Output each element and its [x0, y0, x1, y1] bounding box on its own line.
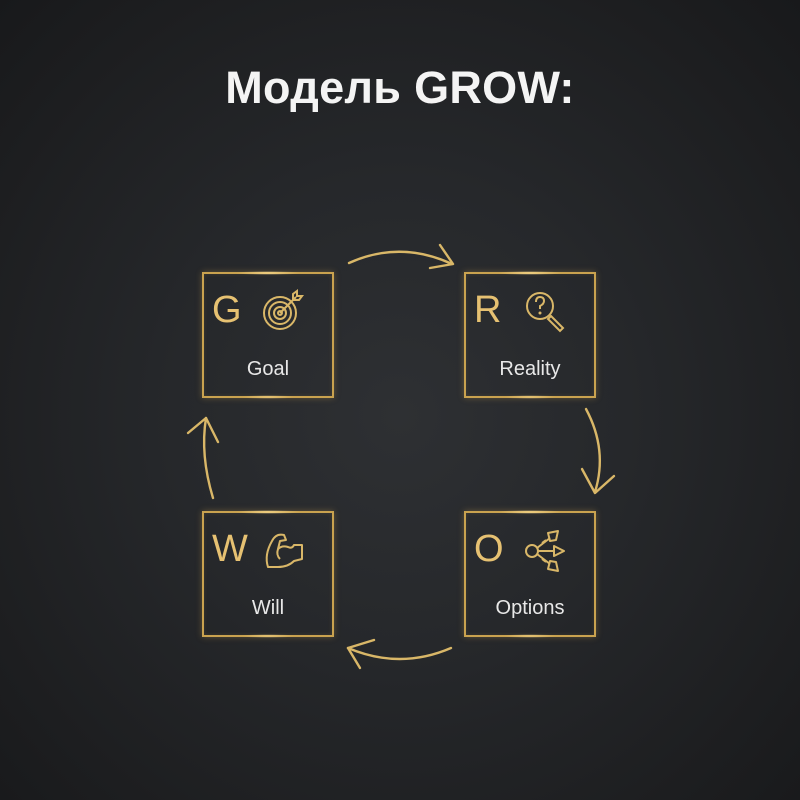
card-letter: W [212, 528, 248, 570]
branching-options-icon [525, 530, 565, 572]
magnifier-question-icon [526, 292, 565, 333]
arrow-reality-to-options-icon [580, 407, 616, 495]
card-letter: R [474, 289, 502, 331]
arrow-options-to-will-icon [346, 638, 453, 670]
card-label: Options [495, 597, 565, 619]
card-goal: G Goal [202, 271, 334, 399]
card-will: W Will [202, 510, 334, 638]
card-letter: O [474, 528, 504, 570]
arrow-goal-to-reality-icon [347, 243, 455, 270]
card-letter: G [212, 289, 242, 331]
page-title: Модель GROW: [225, 62, 575, 113]
card-label: Goal [246, 358, 290, 380]
flexed-bicep-icon [265, 533, 303, 568]
arrow-will-to-goal-icon [186, 416, 220, 500]
card-label: Reality [499, 358, 561, 380]
target-icon [263, 289, 304, 330]
card-label: Will [251, 597, 285, 619]
card-reality: R Reality [464, 271, 596, 399]
card-options: O Options [464, 510, 596, 638]
